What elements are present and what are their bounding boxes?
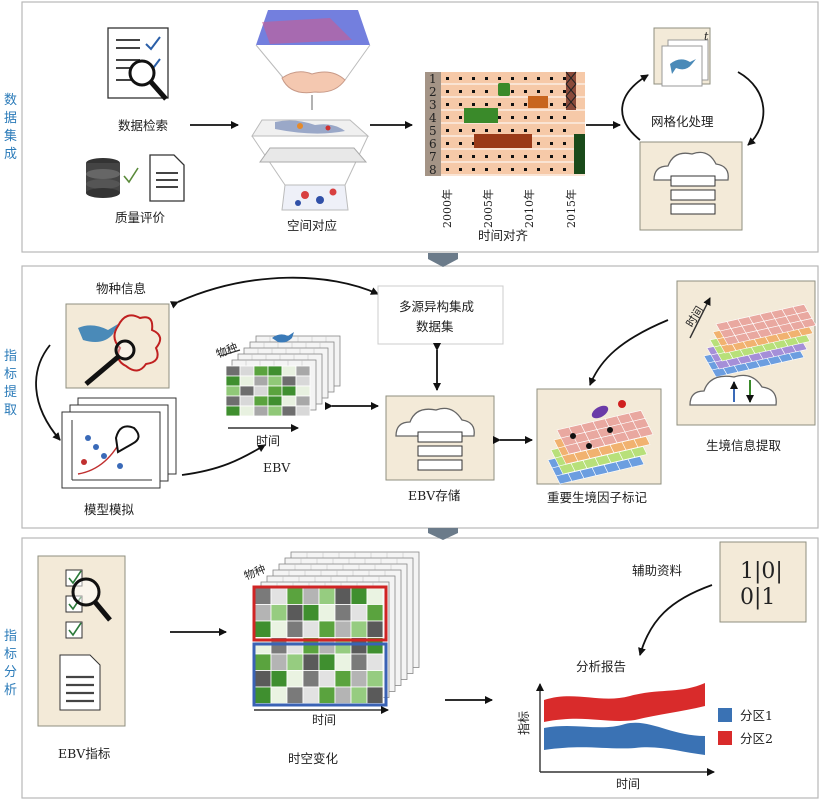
panel-indicator-analysis	[21, 537, 819, 799]
multi-source-dataset-box: 多源异构集成 数据集	[377, 285, 504, 345]
section-label-analysis: 指 标 分 析	[4, 629, 17, 698]
aux-data-label: 辅助资料	[632, 563, 683, 578]
svg-text:标: 标	[4, 367, 17, 382]
svg-text:4: 4	[429, 111, 437, 125]
svg-text:标: 标	[4, 647, 17, 662]
svg-text:0|1: 0|1	[740, 585, 775, 610]
year-axis-labels: 2000年 2005年 2010年 2015年	[440, 189, 578, 228]
habitat-extract-label: 生境信息提取	[706, 438, 782, 453]
spatial-layers-graphic	[251, 10, 371, 211]
model-sim-label: 模型模拟	[84, 502, 135, 517]
down-chevron-icon	[428, 253, 458, 267]
ebv-cube-graphic: 物种 时间	[214, 332, 341, 448]
ebv-storage-label: EBV存储	[408, 488, 460, 503]
x-axis-label: 时间	[616, 777, 640, 791]
document-icon	[149, 154, 185, 202]
arrow	[169, 276, 379, 309]
svg-text:指: 指	[4, 629, 17, 644]
cycle-arrow	[737, 71, 765, 146]
svg-text:2015年: 2015年	[564, 189, 578, 228]
binary-data-icon: 1|0| 0|1	[719, 541, 807, 623]
svg-text:分: 分	[4, 665, 17, 680]
bird-frames-icon: t	[653, 27, 711, 87]
ebv-label: EBV	[263, 460, 291, 475]
check-icon	[123, 167, 139, 184]
svg-text:取: 取	[4, 403, 17, 418]
arrow	[588, 319, 669, 386]
svg-text:2005年: 2005年	[481, 189, 495, 228]
svg-text:6: 6	[429, 137, 437, 151]
spatiotemporal-label: 时空变化	[288, 751, 339, 766]
data-retrieval-label: 数据检索	[118, 118, 168, 133]
svg-text:5: 5	[429, 124, 437, 138]
model-chart-icon	[61, 397, 177, 489]
quality-eval-label: 质量评价	[115, 210, 166, 225]
cloud-storage-icon	[639, 141, 743, 231]
svg-text:1: 1	[429, 72, 437, 86]
arrow	[35, 344, 61, 441]
svg-text:分区1: 分区1	[740, 708, 773, 723]
svg-text:分区2: 分区2	[740, 731, 773, 746]
svg-text:8: 8	[429, 163, 437, 177]
checklist-search-icon	[107, 27, 169, 101]
ebv-storage-icon	[385, 395, 495, 481]
svg-text:据: 据	[4, 111, 17, 126]
arrow	[181, 444, 266, 476]
habitat-mark-label: 重要生境因子标记	[547, 490, 648, 505]
svg-text:成: 成	[4, 147, 17, 162]
cycle-arrow	[621, 74, 649, 141]
report-legend: 分区1 分区2	[718, 708, 773, 746]
svg-text:数: 数	[4, 93, 17, 108]
svg-text:3: 3	[429, 98, 437, 112]
spatial-match-label: 空间对应	[287, 218, 337, 233]
timeline-table: 1 2 3 4 5 6 7 8	[425, 71, 585, 177]
svg-text:t: t	[704, 30, 709, 43]
svg-text:析: 析	[4, 683, 17, 698]
svg-text:集: 集	[4, 128, 17, 144]
habitat-extract-graphic: 时间	[676, 280, 817, 426]
report-title: 分析报告	[576, 659, 626, 674]
svg-text:提: 提	[4, 384, 17, 400]
section-label-extraction: 指 标 提 取	[4, 349, 17, 418]
species-map-icon	[65, 303, 170, 389]
svg-text:多源异构集成: 多源异构集成	[399, 299, 474, 314]
ebv-indicator-icon	[37, 555, 126, 727]
svg-text:7: 7	[429, 150, 437, 164]
species-info-label: 物种信息	[96, 281, 146, 296]
svg-text:2010年: 2010年	[522, 189, 536, 228]
svg-text:指: 指	[4, 349, 17, 364]
svg-text:2000年: 2000年	[440, 189, 454, 228]
time-align-label: 时间对齐	[478, 228, 529, 243]
down-chevron-icon	[428, 528, 458, 540]
database-icon	[86, 158, 120, 198]
section-label-integration: 数 据 集 成	[4, 93, 17, 162]
svg-text:2: 2	[429, 85, 437, 99]
grid-process-label: 网格化处理	[651, 114, 714, 129]
svg-text:时间: 时间	[312, 713, 336, 727]
report-chart: 指标 时间	[516, 683, 715, 791]
ebv-indicator-label: EBV指标	[58, 746, 110, 761]
svg-text:1|0|: 1|0|	[740, 559, 783, 584]
arrow	[638, 584, 713, 656]
spatiotemporal-cube-graphic: 物种 时间	[242, 551, 420, 727]
y-axis-label: 指标	[516, 711, 531, 735]
svg-text:数据集: 数据集	[416, 319, 454, 334]
svg-text:时间: 时间	[256, 434, 280, 448]
habitat-mark-graphic	[536, 388, 662, 485]
